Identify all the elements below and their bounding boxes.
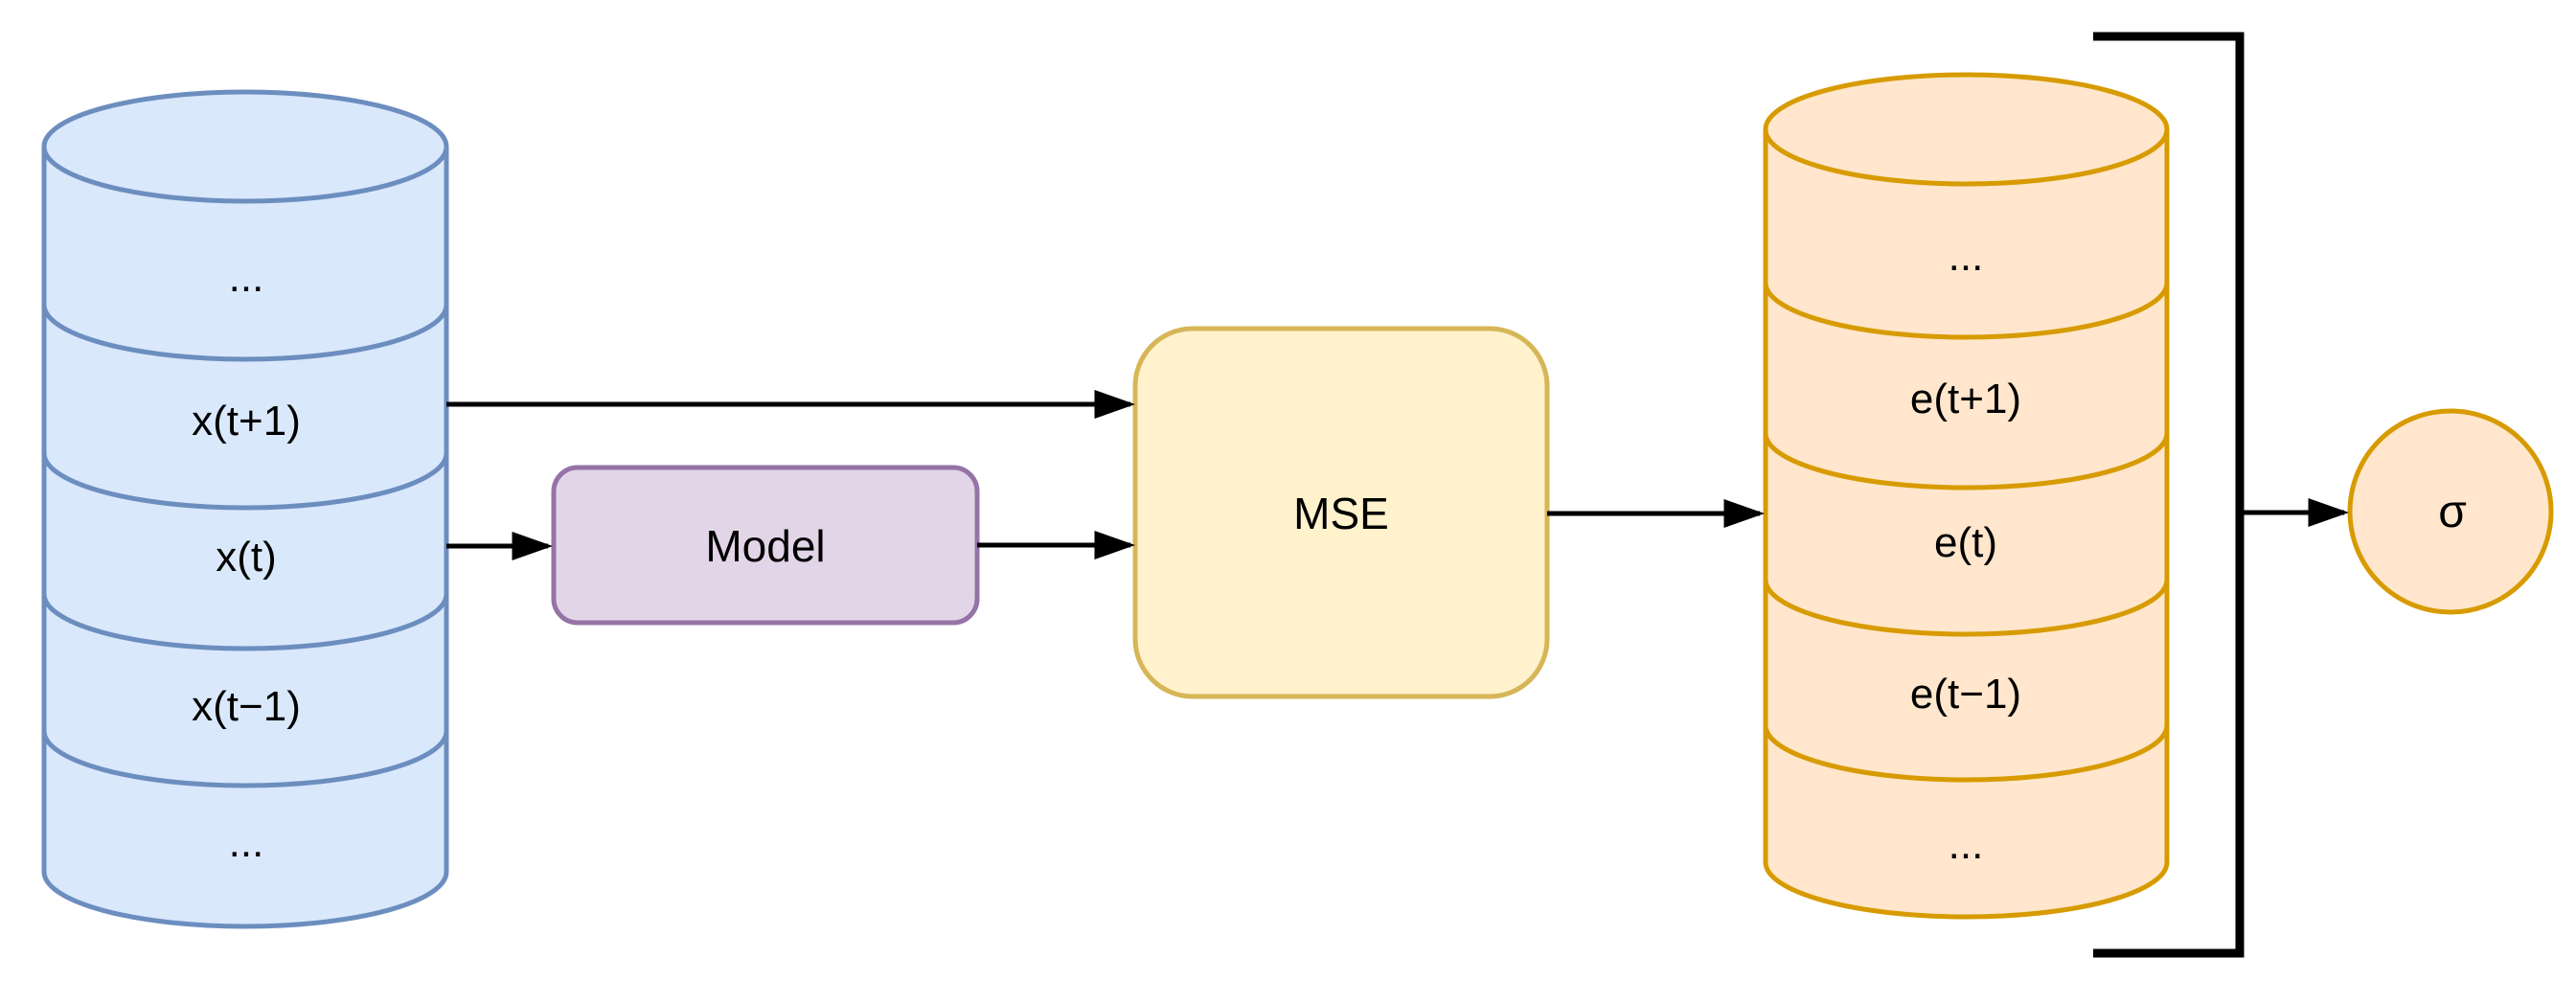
sigma-circle — [2347, 408, 2554, 615]
input-cylinder-divider — [41, 730, 449, 788]
error-cylinder-divider — [1763, 432, 2170, 490]
error-cylinder-divider — [1763, 579, 2170, 637]
mse-label: MSE — [1293, 489, 1389, 538]
input-segment-label: ... — [228, 254, 264, 301]
model-label: Model — [705, 521, 826, 571]
error-cylinder-body — [1763, 72, 2170, 920]
error-cylinder-top-ellipse — [1763, 128, 2170, 187]
error-cylinder-divider — [1763, 724, 2170, 783]
input-cylinder — [41, 89, 449, 929]
error-segment-label: e(t) — [1934, 519, 1997, 566]
input-segment-label: x(t−1) — [192, 683, 301, 730]
error-segment-label: ... — [1948, 233, 1984, 280]
error-cylinder — [1763, 72, 2170, 920]
input-segment-label: x(t) — [216, 534, 277, 581]
input-cylinder-divider — [41, 452, 449, 511]
collect-bracket — [2093, 32, 2245, 958]
error-cylinder-divider — [1763, 282, 2170, 340]
error-segment-label: ... — [1948, 821, 1984, 868]
input-cylinder-divider — [41, 304, 449, 362]
input-cylinder-divider — [41, 593, 449, 651]
input-cylinder-top-ellipse — [41, 146, 449, 204]
sigma-label: σ — [2438, 487, 2467, 537]
input-segment-label: ... — [228, 819, 264, 866]
input-segment-label: x(t+1) — [192, 398, 301, 445]
error-segment-label: e(t+1) — [1909, 376, 2022, 422]
error-segment-label: e(t−1) — [1909, 671, 2022, 718]
